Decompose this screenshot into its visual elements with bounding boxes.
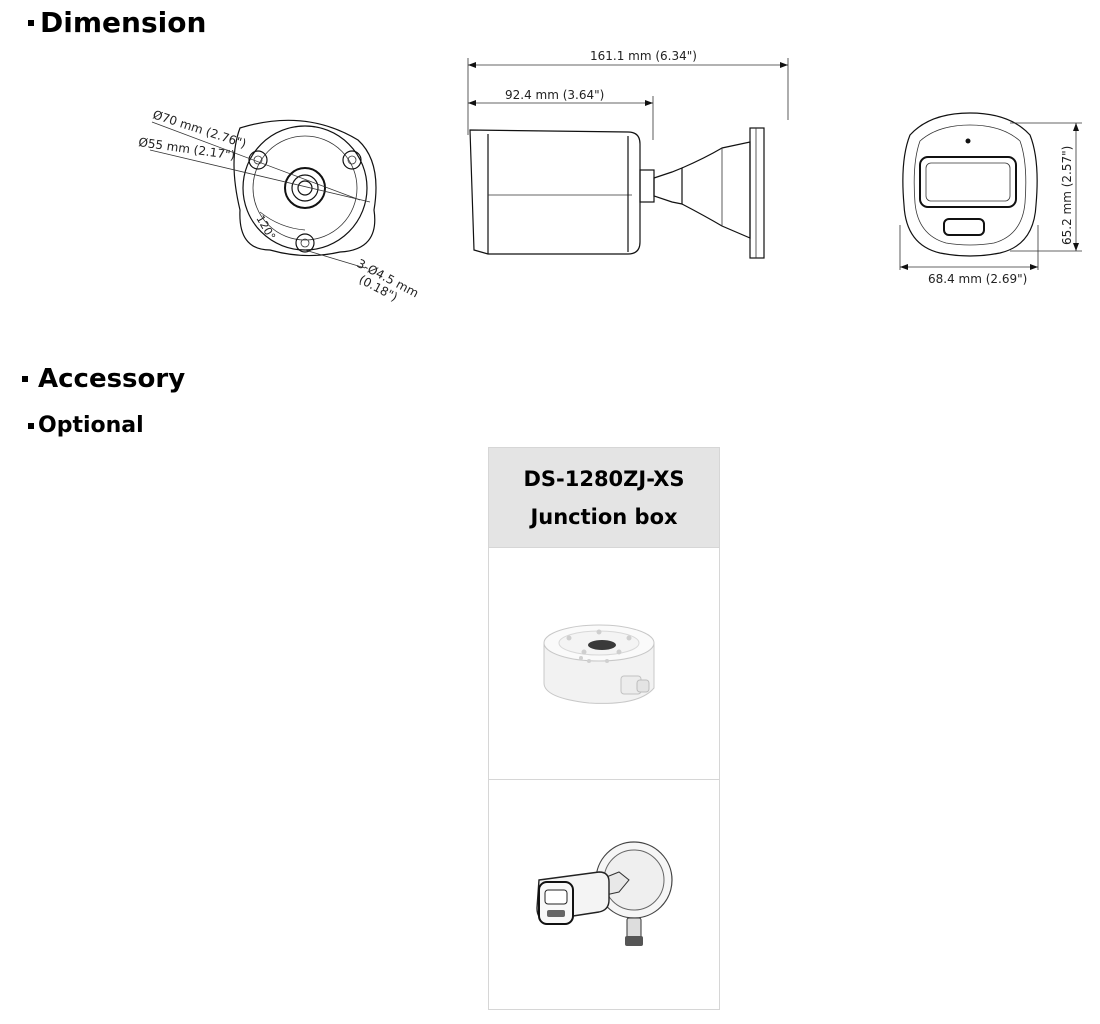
height-label: 65.2 mm (2.57") xyxy=(1060,146,1074,245)
dimension-heading: Dimension xyxy=(28,6,206,39)
bullet-icon xyxy=(22,376,28,382)
accessory-model: DS-1280ZJ-XS xyxy=(523,466,685,491)
width-label: 68.4 mm (2.69") xyxy=(928,272,1027,286)
camera-with-junction-box-image xyxy=(536,841,673,946)
bullet-icon xyxy=(28,19,34,26)
junction-box-image-cell xyxy=(489,547,719,779)
rear-view-drawing: 65.2 mm (2.57") 68.4 mm (2.69") xyxy=(899,112,1082,286)
accessory-table: DS-1280ZJ-XS Junction box xyxy=(488,447,720,1010)
optional-heading: Optional xyxy=(28,413,144,438)
side-view-drawing: 161.1 mm (6.34") 92.4 mm (3.64") xyxy=(467,49,789,259)
total-length-label: 161.1 mm (6.34") xyxy=(590,49,697,63)
bullet-icon xyxy=(28,422,34,429)
accessory-heading: Accessory xyxy=(22,364,185,394)
front-view-drawing: Ø70 mm (2.76") Ø55 mm (2.17") 120° 3-Ø4.… xyxy=(138,108,421,305)
optional-title: Optional xyxy=(38,413,144,438)
dimension-title: Dimension xyxy=(40,6,207,39)
camera-with-junction-box-image-cell xyxy=(489,779,719,1011)
junction-box-image xyxy=(543,624,655,704)
accessory-name: Junction box xyxy=(530,504,678,529)
body-length-label: 92.4 mm (3.64") xyxy=(505,88,604,102)
accessory-header: DS-1280ZJ-XS Junction box xyxy=(489,448,719,547)
accessory-title: Accessory xyxy=(38,364,186,394)
